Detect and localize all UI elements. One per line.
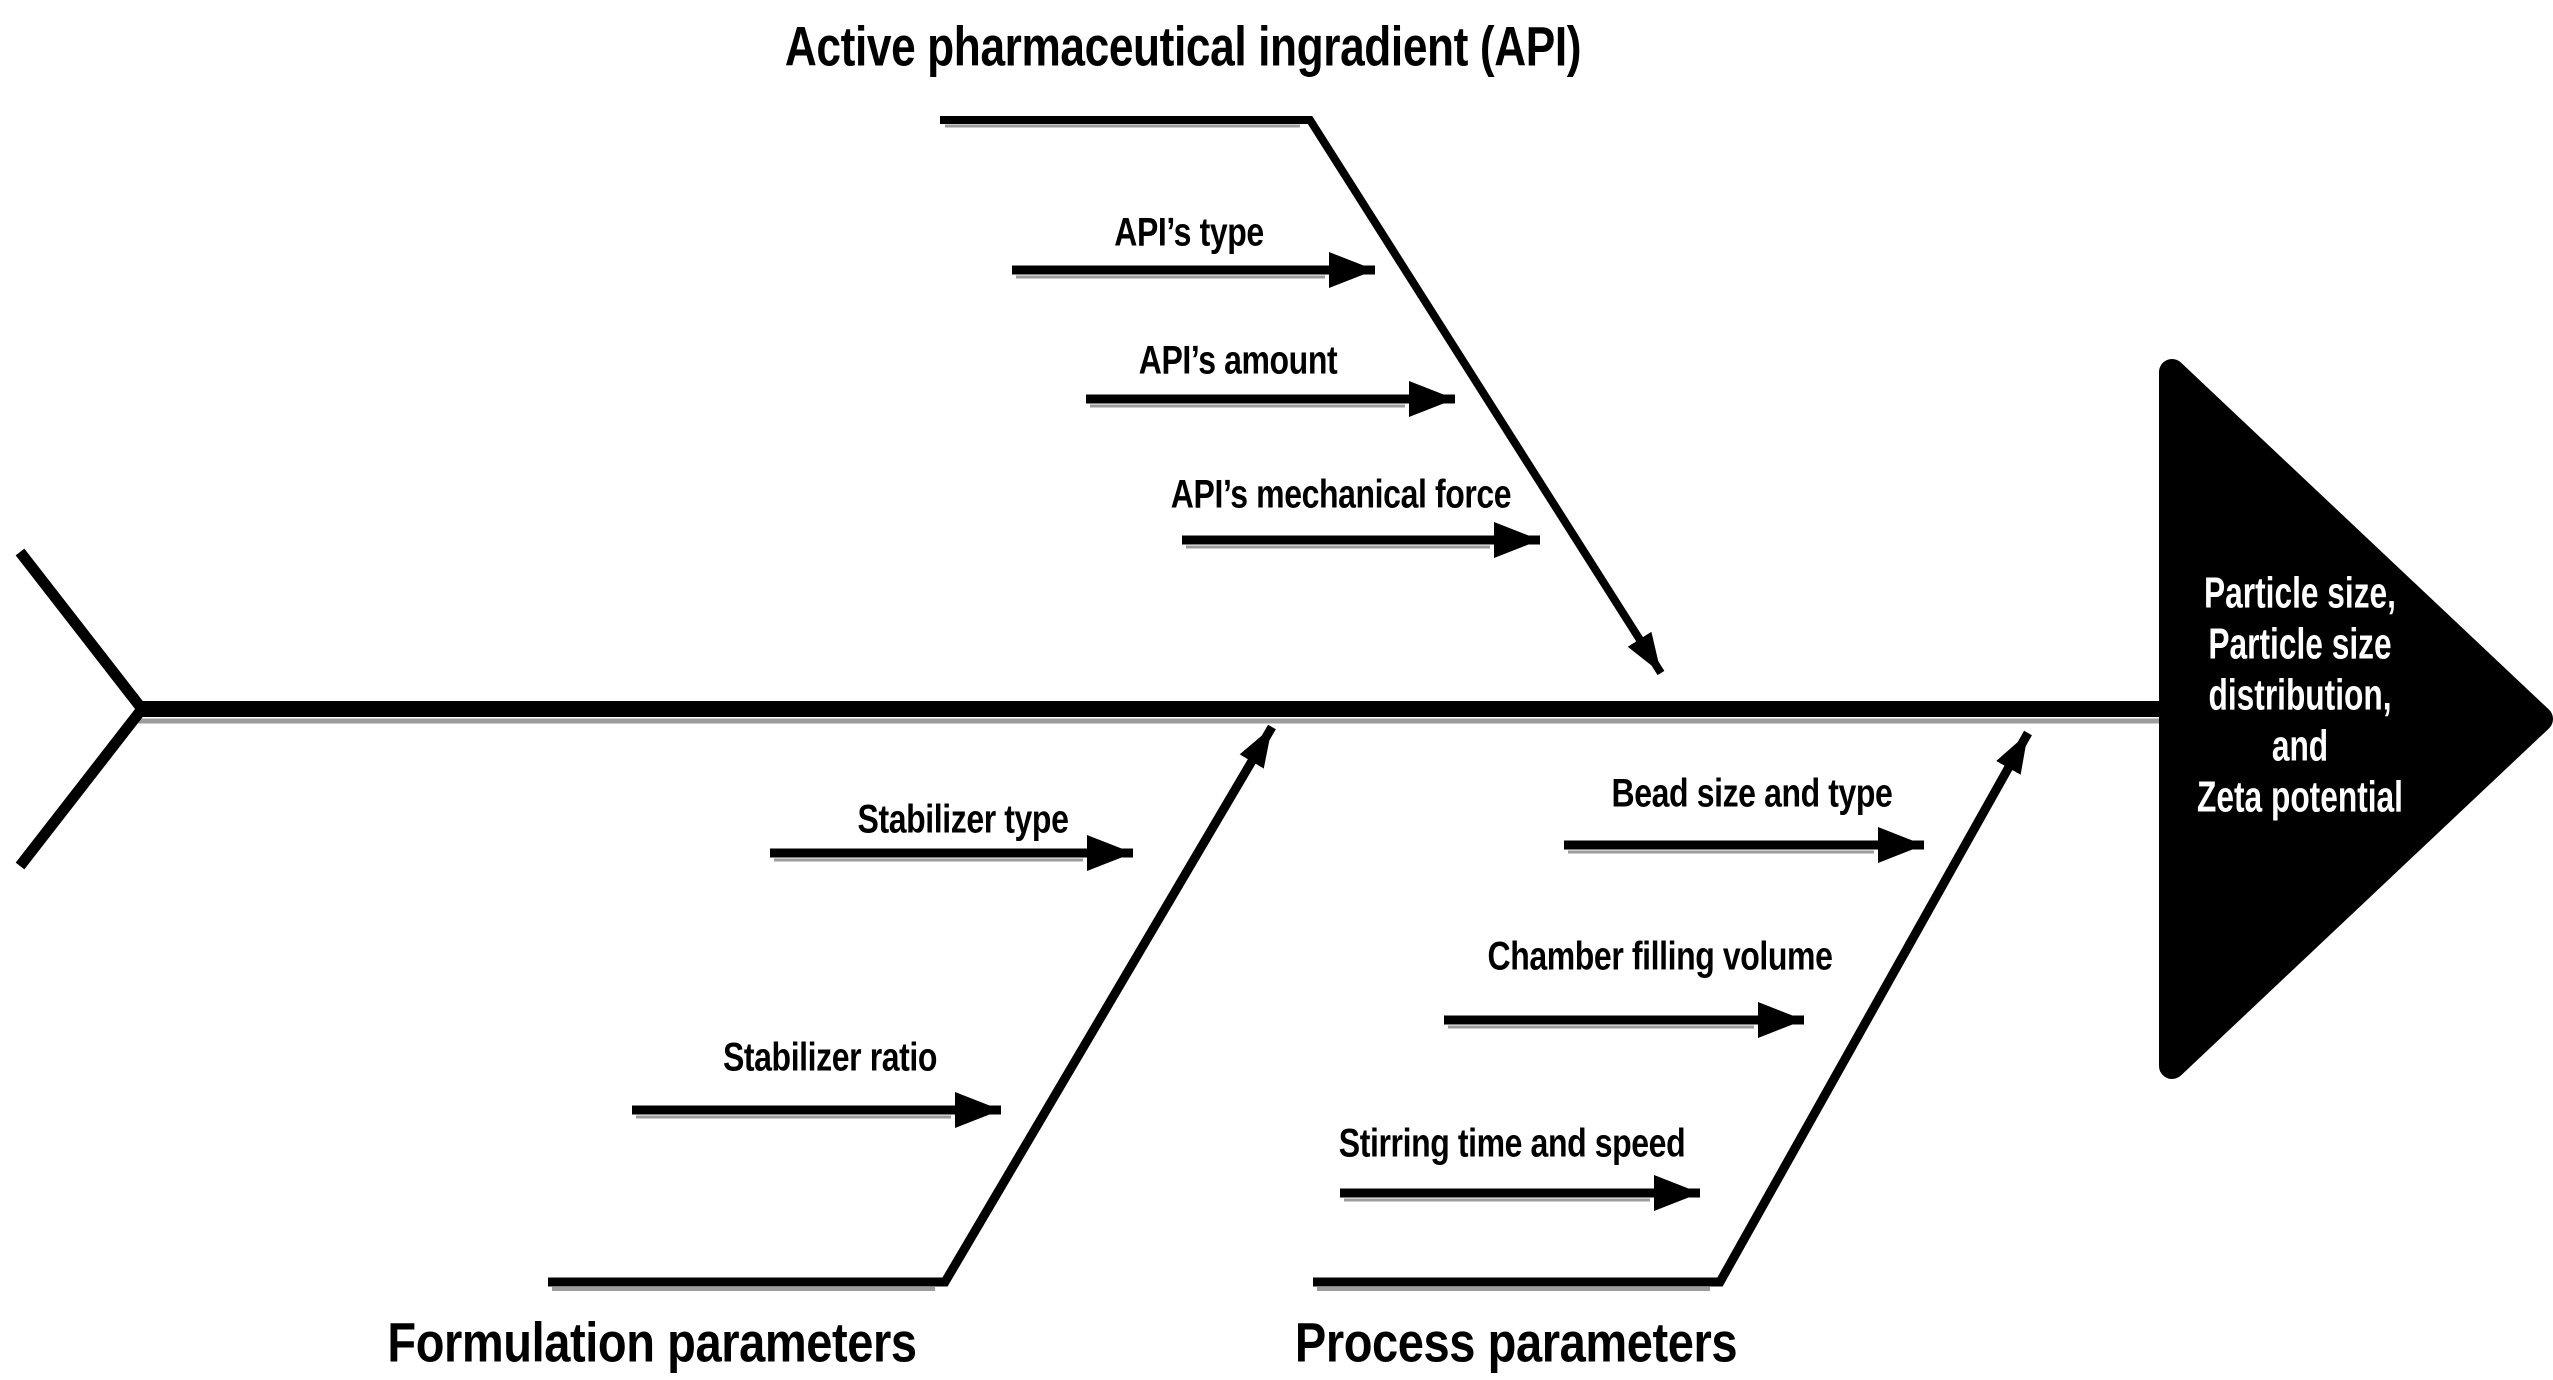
effect-arrowhead — [2159, 359, 2553, 1079]
cause-label-api-mechanical-force: API’s mechanical force — [1170, 472, 1512, 517]
api-branch-line — [940, 116, 1665, 676]
line-shadows — [136, 124, 2172, 1291]
formulation-branch-line — [548, 724, 1276, 1287]
cause-label-stabilizer-ratio: Stabilizer ratio — [722, 1035, 938, 1080]
effect-label-line: Particle size — [2208, 619, 2392, 669]
effect-label-line: and — [2271, 721, 2329, 771]
process-branch-line — [1313, 730, 2032, 1287]
effect-label-line: Zeta potential — [2197, 772, 2403, 822]
effect-label: Particle size, Particle size distributio… — [2157, 568, 2443, 823]
api-branch-title: Active pharmaceutical ingradient (API) — [784, 14, 1582, 78]
cause-label-chamber-filling: Chamber filling volume — [1487, 934, 1833, 979]
effect-label-line: Particle size, — [2204, 568, 2396, 618]
formulation-branch-title: Formulation parameters — [387, 1310, 917, 1374]
cause-label-stirring: Stirring time and speed — [1338, 1121, 1686, 1166]
effect-label-line: distribution, — [2208, 670, 2392, 720]
cause-label-api-type: API’s type — [1114, 210, 1264, 255]
cause-label-api-amount: API’s amount — [1138, 338, 1338, 383]
cause-label-bead-size: Bead size and type — [1611, 771, 1893, 816]
fish-tail — [15, 548, 149, 870]
process-branch-title: Process parameters — [1294, 1310, 1738, 1374]
cause-label-stabilizer-type: Stabilizer type — [857, 797, 1069, 842]
